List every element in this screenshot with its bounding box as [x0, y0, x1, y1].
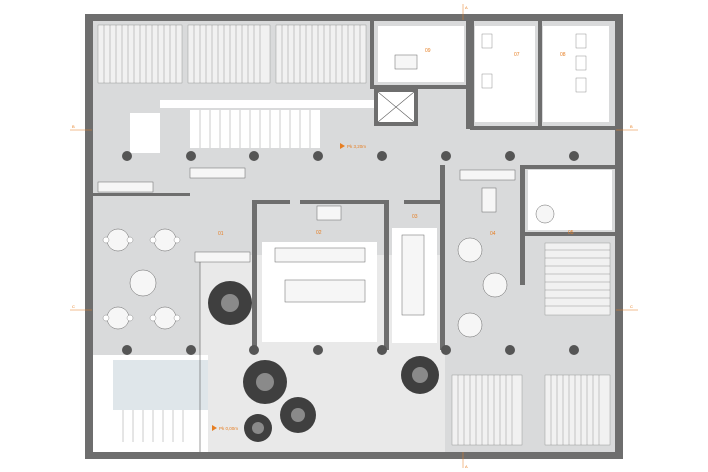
level-label-upper: Pk 3,20m: [347, 144, 366, 149]
interior-walls: [93, 165, 615, 350]
axis-tag-top: A: [465, 5, 468, 10]
level-annotations: Pk 3,20m Pk 0,00m: [212, 143, 366, 431]
shelving-right-middle: [544, 242, 611, 316]
section-axes: A A B B C C: [70, 4, 638, 469]
structural-columns: [122, 151, 579, 355]
room-05: 05: [528, 170, 612, 236]
axis-tag-bottom: A: [465, 464, 468, 469]
room-01: 01: [97, 167, 251, 330]
room-04: 04: [457, 169, 516, 338]
trees: [208, 281, 439, 442]
exterior-stair: [113, 410, 193, 442]
staircase: [130, 100, 375, 153]
elevator: [374, 88, 418, 126]
room-label-07: 07: [514, 52, 520, 58]
room-label-08: 08: [560, 52, 566, 58]
axis-tag-left-lower: C: [72, 304, 75, 309]
room-02: 02: [262, 205, 377, 342]
room-03: 03: [392, 214, 437, 343]
room-07: 07: [470, 21, 535, 129]
axis-tag-right-lower: C: [630, 304, 633, 309]
axis-tag-right-upper: B: [630, 124, 633, 129]
room-label-03: 03: [412, 214, 418, 220]
axis-tag-left-upper: B: [72, 124, 75, 129]
room-label-09: 09: [425, 48, 431, 54]
room-label-01: 01: [218, 231, 224, 237]
room-09: 09: [370, 21, 470, 129]
level-label-lower: Pk 0,00m: [219, 426, 238, 431]
shelving-top-left: [97, 24, 367, 84]
room-label-04: 04: [490, 231, 496, 237]
room-08: 08: [470, 21, 615, 130]
room-label-05: 05: [568, 230, 574, 236]
room-label-02: 02: [316, 230, 322, 236]
shelving-bottom-right: [451, 374, 611, 446]
